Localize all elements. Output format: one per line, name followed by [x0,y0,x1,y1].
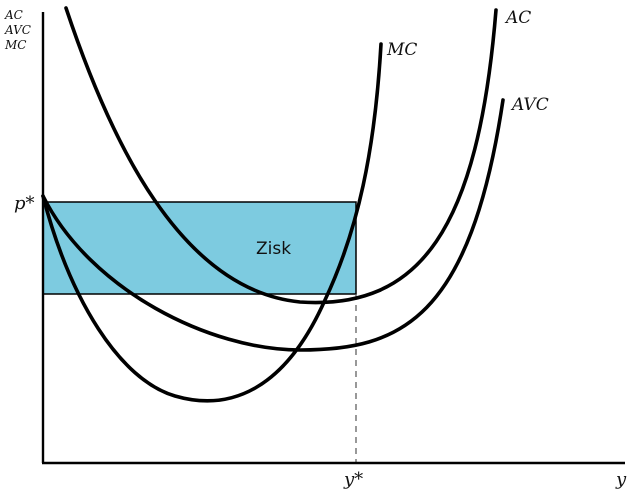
ac-curve [64,6,498,305]
avc-curve-label: AVC [510,95,549,115]
x-axis-label: y [615,469,627,490]
y-axis-label-ac: AC [4,8,23,22]
price-label: p* [14,193,35,214]
ac-curve-label: AC [504,8,531,28]
profit-region [42,201,357,295]
mc-curve-label: MC [386,40,417,60]
profit-region-label: Zisk [256,239,291,259]
y-axis-label-mc: MC [4,38,26,52]
mc-curve [41,42,383,403]
quantity-label: y* [343,469,363,490]
y-axis-label-avc: AVC [4,23,31,37]
avc-curve [41,98,505,352]
